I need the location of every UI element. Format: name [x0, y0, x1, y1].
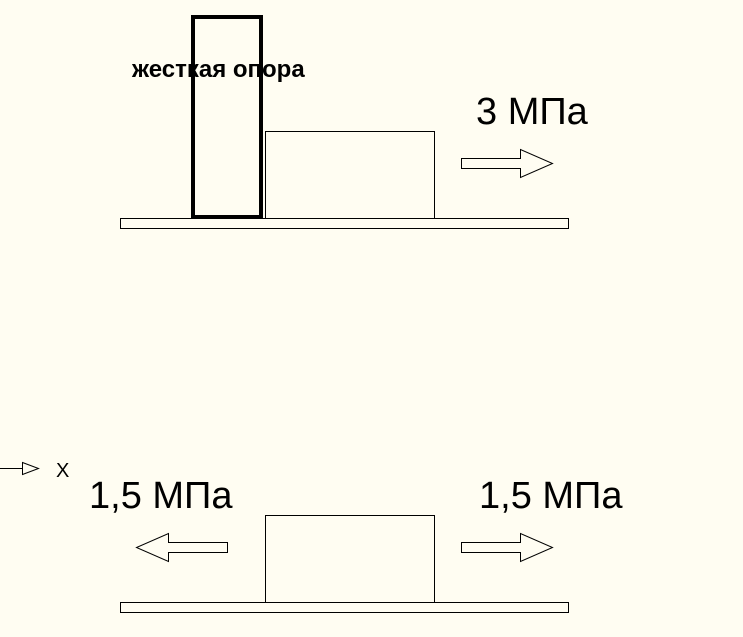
axis-marker: X [0, 460, 69, 482]
axis-arrowhead [22, 461, 40, 476]
bottom-specimen-block [265, 515, 435, 603]
bottom-scheme: 1,5 МПа 1,5 МПа [89, 475, 623, 613]
top-specimen-block [265, 131, 435, 219]
top-base-plate [120, 218, 569, 229]
axis-label: X [56, 460, 69, 482]
bottom-base-plate [120, 602, 569, 613]
bottom-force-left-label: 1,5 МПа [89, 475, 233, 517]
top-force-arrow-right [461, 148, 554, 179]
rigid-support [191, 15, 263, 219]
top-force-label: 3 МПа [476, 91, 589, 133]
bottom-force-right-label: 1,5 МПа [479, 475, 623, 517]
rigid-support-label: жесткая опора [131, 56, 305, 83]
bottom-force-arrow-left [135, 532, 228, 563]
top-scheme: жесткая опора 3 МПа [120, 15, 589, 229]
bottom-force-arrow-right [461, 532, 554, 563]
